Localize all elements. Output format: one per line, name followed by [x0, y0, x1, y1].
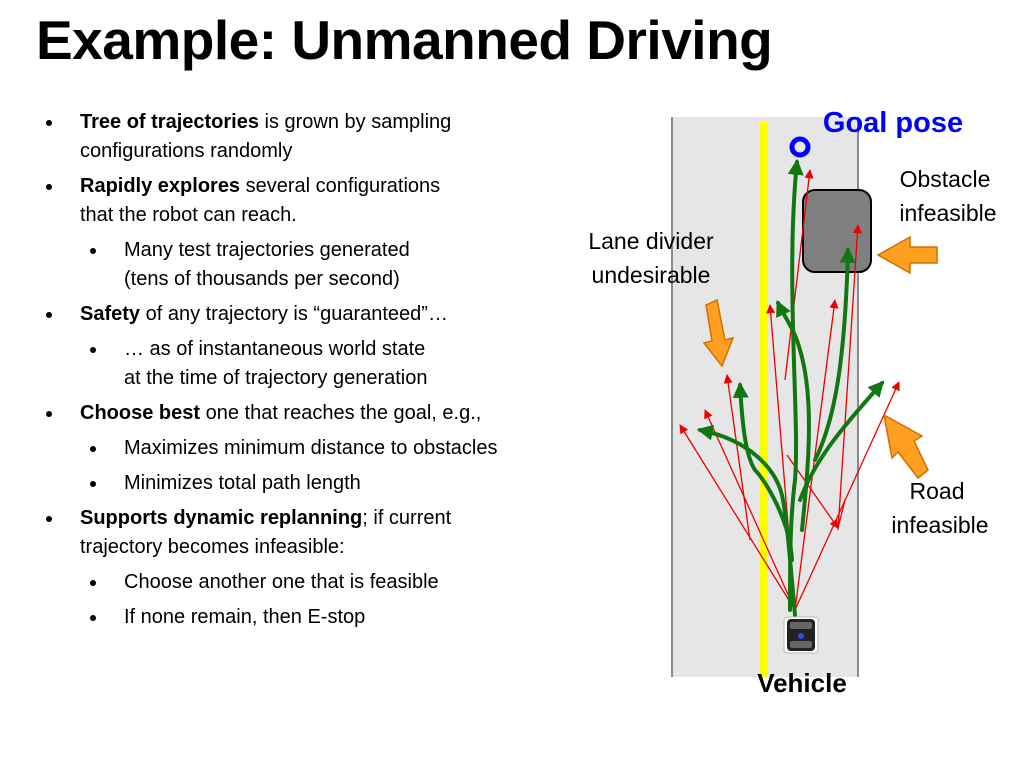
lane-callout-arrow [702, 298, 735, 368]
goal-pose-marker [789, 136, 811, 158]
bullet-line: Maximizes minimum distance to obstacles [124, 434, 615, 463]
bullet-dot-icon [90, 446, 96, 452]
bullet-text: several configurations [240, 175, 441, 197]
bullet-text: one that reaches the goal, e.g., [200, 402, 482, 424]
bullet-item: Safety of any trajectory is “guaranteed”… [40, 300, 615, 329]
bullet-item: … as of instantaneous world state at the … [40, 335, 615, 393]
bullet-dot-icon [90, 580, 96, 586]
lane-divider-label-line1: Lane divider [588, 228, 714, 254]
bullet-item: Tree of trajectories is grown by samplin… [40, 108, 615, 166]
road-callout-arrow [882, 413, 929, 480]
bullet-dot-icon [90, 481, 96, 487]
bullet-text: Choose another one that is feasible [124, 571, 439, 593]
sample-arrow [784, 169, 814, 381]
bullet-item: Many test trajectories generated (tens of… [40, 236, 615, 294]
bullet-line: Tree of trajectories is grown by samplin… [80, 108, 615, 137]
bullet-dot-icon [46, 312, 52, 318]
sample-arrow [794, 299, 839, 611]
bullet-line: Choose another one that is feasible [124, 568, 615, 597]
bullet-line: If none remain, then E-stop [124, 603, 615, 632]
bullet-continuation: at the time of trajectory generation [124, 367, 428, 389]
sample-arrow [704, 409, 796, 611]
bullet-item: Maximizes minimum distance to obstacles [40, 434, 615, 463]
bullet-continuation: trajectory becomes infeasible: [80, 536, 345, 558]
bullet-text: If none remain, then E-stop [124, 606, 366, 628]
bullet-line: Minimizes total path length [124, 469, 615, 498]
bullet-bold-text: Choose best [80, 402, 201, 424]
bullet-dot-icon [46, 411, 52, 417]
bullet-continuation: (tens of thousands per second) [124, 268, 400, 290]
bullet-list: Tree of trajectories is grown by samplin… [40, 108, 615, 638]
bullet-bold-text: Supports dynamic replanning [80, 507, 363, 529]
bullet-bold-text: Tree of trajectories [80, 111, 259, 133]
bullet-line: Safety of any trajectory is “guaranteed”… [80, 300, 615, 329]
bullet-bold-text: Safety [80, 303, 141, 325]
feasible-path [813, 246, 856, 462]
vehicle-label: Vehicle [757, 668, 847, 698]
trajectory-diagram: Goal pose Obstacle infeasible Lane divid… [588, 107, 996, 698]
bullet-dot-icon [46, 184, 52, 190]
bullet-bold-text: Rapidly explores [80, 175, 241, 197]
obstacle-label-line1: Obstacle [900, 166, 991, 192]
road-label-line1: Road [910, 478, 965, 504]
bullet-dot-icon [90, 248, 96, 254]
sample-arrow [723, 374, 751, 541]
bullet-item: If none remain, then E-stop [40, 603, 615, 632]
bullet-text: … as of instantaneous world state [124, 338, 426, 360]
bullet-dot-icon [46, 516, 52, 522]
bullet-continuation: that the robot can reach. [80, 204, 297, 226]
bullet-line: Supports dynamic replanning; if current [80, 504, 615, 533]
bullet-text: of any trajectory is “guaranteed”… [140, 303, 448, 325]
bullet-text: Many test trajectories generated [124, 239, 410, 261]
bullet-continuation: configurations randomly [80, 140, 293, 162]
obstacle-box [802, 189, 872, 273]
feasible-trajectories [696, 158, 885, 617]
feasible-path [787, 158, 804, 612]
bullet-item: Choose best one that reaches the goal, e… [40, 399, 615, 428]
bullet-text: Maximizes minimum distance to obstacles [124, 437, 498, 459]
feasible-path [732, 381, 794, 562]
bullet-text: is grown by sampling [258, 111, 452, 133]
bullet-dot-icon [90, 615, 96, 621]
bullet-line: … as of instantaneous world state [124, 335, 615, 364]
bullet-item: Rapidly explores several configurations t… [40, 172, 615, 230]
bullet-text: ; if current [362, 507, 452, 529]
sample-arrow [794, 381, 900, 611]
bullet-text: Minimizes total path length [124, 472, 361, 494]
callout-arrows [702, 235, 938, 480]
road-label-line2: infeasible [891, 512, 988, 538]
bullet-dot-icon [90, 347, 96, 353]
lane-divider [759, 122, 768, 677]
lane-divider-label-line2: undesirable [592, 262, 711, 288]
obstacle-callout-arrow [876, 235, 938, 275]
bullet-item: Supports dynamic replanning; if current t… [40, 504, 615, 562]
bullet-line: Rapidly explores several configurations [80, 172, 615, 201]
sample-arrow [679, 424, 796, 611]
bullet-item: Choose another one that is feasible [40, 568, 615, 597]
sample-trajectories [679, 169, 900, 611]
sample-arrow [837, 499, 846, 529]
goal-pose-label: Goal pose [823, 107, 963, 139]
obstacle-label-line2: infeasible [899, 200, 996, 226]
slide-title: Example: Unmanned Driving [36, 9, 773, 71]
feasible-path [798, 380, 885, 502]
vehicle-icon [783, 616, 819, 654]
bullet-item: Minimizes total path length [40, 469, 615, 498]
bullet-line: Many test trajectories generated [124, 236, 615, 265]
bullet-dot-icon [46, 120, 52, 126]
bullet-line: Choose best one that reaches the goal, e… [80, 399, 615, 428]
sample-arrow [837, 224, 863, 531]
